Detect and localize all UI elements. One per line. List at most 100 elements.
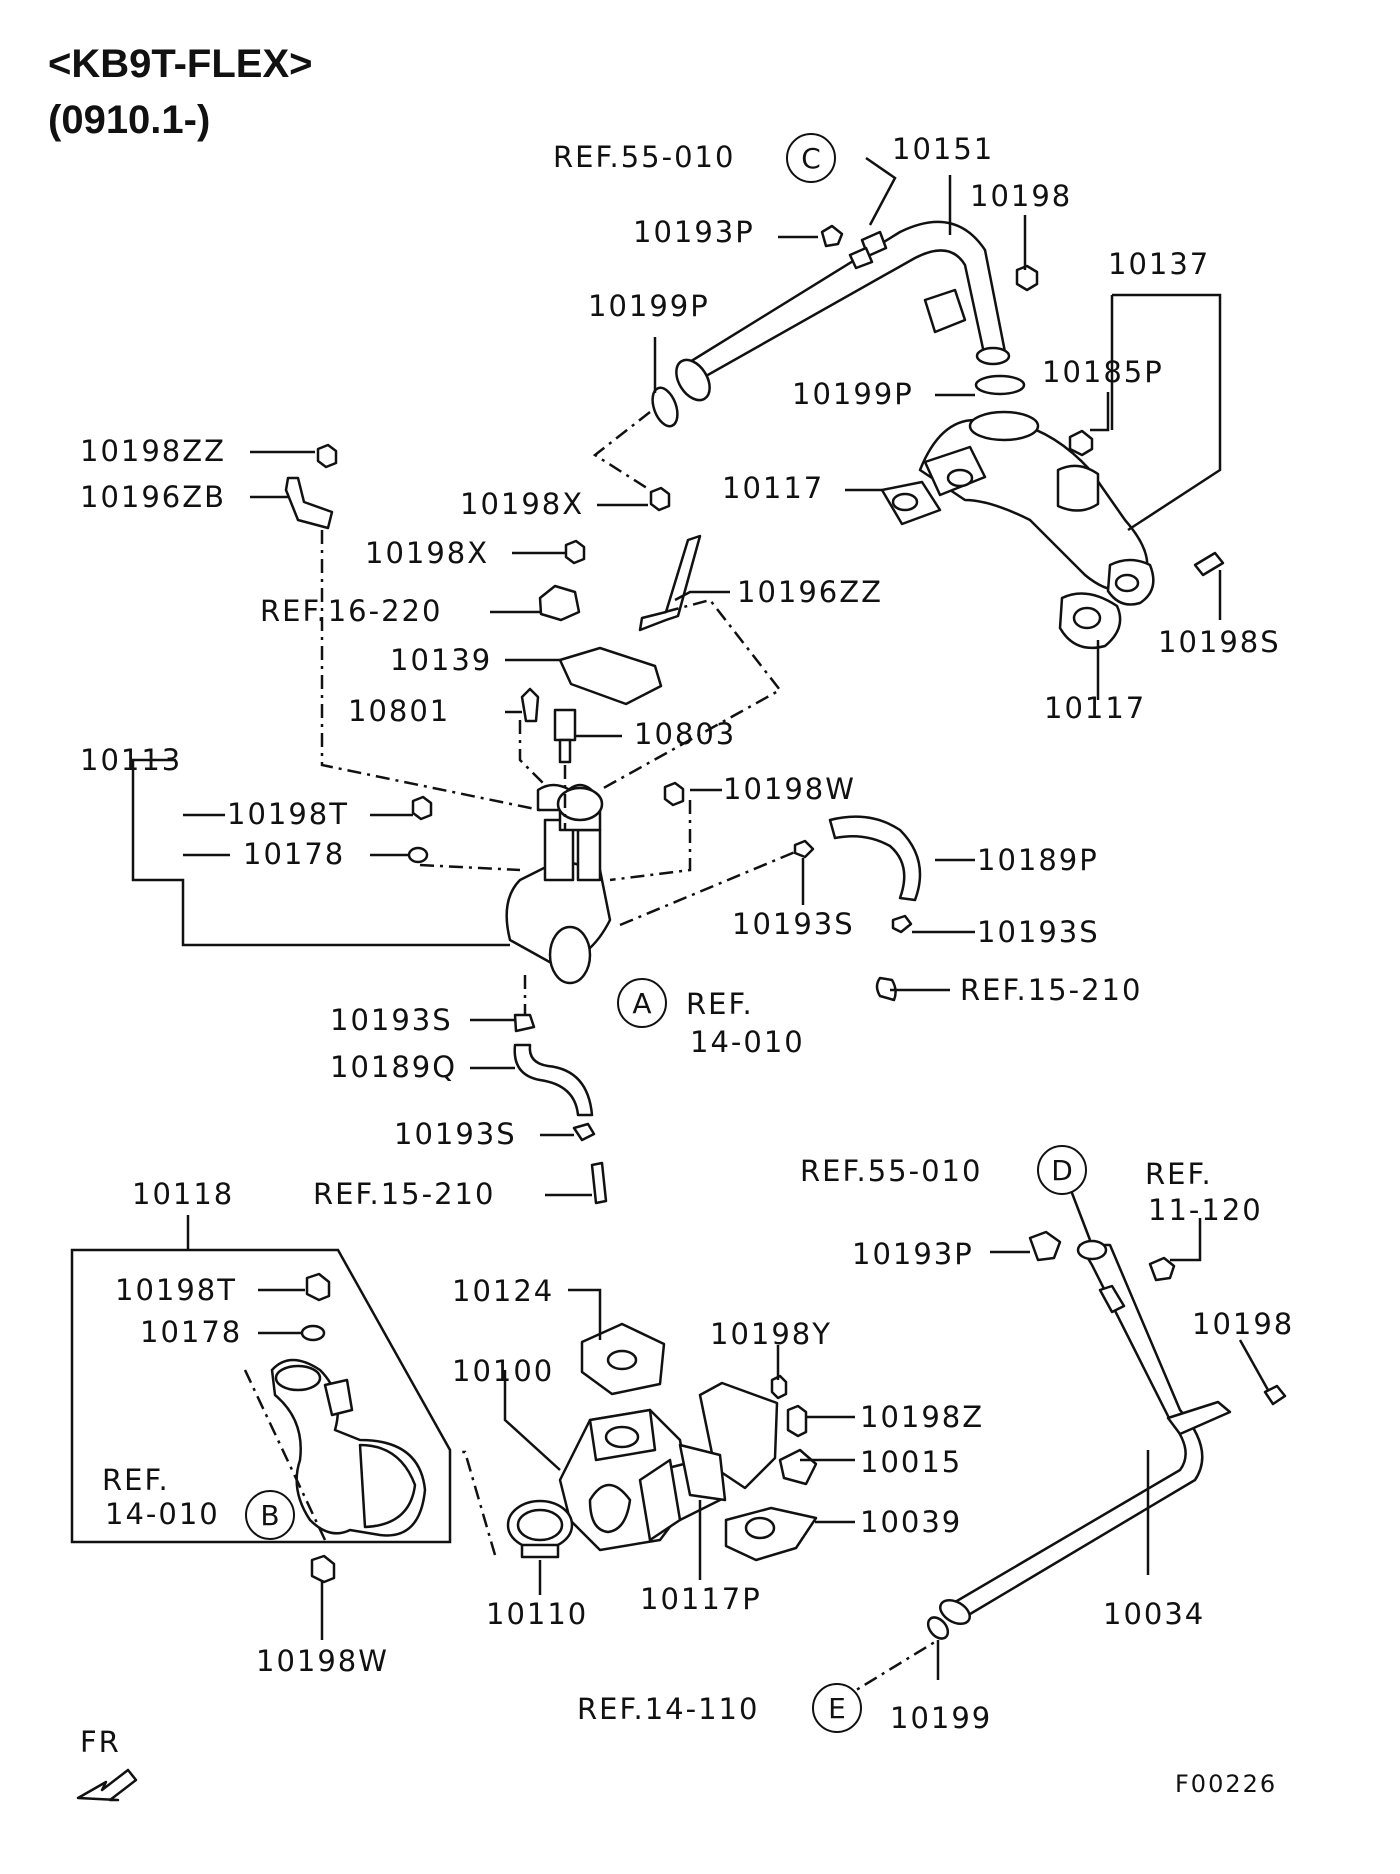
part-label-10189q: 10189Q — [330, 1050, 458, 1084]
leader-10100 — [503, 1370, 561, 1471]
bracket-10196zb — [284, 476, 334, 530]
part-label-10113: 10113 — [80, 743, 183, 777]
dash-10801-housing — [518, 720, 546, 786]
part-label-10196zz: 10196ZZ — [737, 575, 883, 609]
ref-label-15-210-b: REF.15-210 — [313, 1177, 496, 1211]
ref-marker-e: E — [812, 1683, 862, 1733]
part-label-10198w-a: 10198W — [723, 772, 856, 806]
ref-label-b-line2: 14-010 — [105, 1497, 220, 1531]
dash-pipe-to-bolt — [592, 411, 651, 492]
part-label-10199p-b: 10199P — [792, 377, 914, 411]
bolt-10198w-b — [310, 1554, 336, 1584]
date-range: (0910.1-) — [48, 98, 211, 142]
part-label-10015: 10015 — [860, 1445, 963, 1479]
part-label-10139: 10139 — [390, 643, 493, 677]
ref-label-c: REF.55-010 — [553, 140, 736, 174]
part-label-10196zb: 10196ZB — [80, 480, 227, 514]
part-label-10198w-b: 10198W — [256, 1644, 389, 1678]
bolt-10198w-a — [663, 781, 685, 807]
part-label-10151: 10151 — [892, 132, 995, 166]
hose-10189q — [513, 1043, 594, 1117]
leader-10113 — [131, 758, 510, 947]
nut-10185p — [1068, 429, 1094, 457]
part-label-10117p: 10117P — [640, 1582, 762, 1616]
leader-10196zz — [674, 590, 730, 602]
part-label-10178-b: 10178 — [140, 1315, 243, 1349]
part-label-10198x-b: 10198X — [365, 536, 490, 570]
leader-10137-right — [1112, 293, 1222, 532]
part-label-10199p: 10199P — [588, 289, 710, 323]
dash-10178-housing — [419, 863, 521, 872]
ref-label-a-line1: REF. — [686, 987, 754, 1021]
ref-15-210-pin-a — [875, 976, 897, 1002]
clamp-10193s-b — [891, 914, 913, 934]
clamp-10193p-b — [1028, 1230, 1062, 1262]
part-label-10198: 10198 — [970, 179, 1073, 213]
figure-code: F00226 — [1175, 1770, 1278, 1798]
dash-10198w-housing — [609, 800, 692, 882]
kit-box-10118 — [70, 1248, 452, 1544]
cover-10015-flange — [778, 1448, 818, 1486]
bolt-10198x-b — [564, 539, 586, 565]
ref-label-11-120-line2: 11-120 — [1148, 1193, 1263, 1227]
o-ring-10199p-left — [651, 386, 679, 428]
leader-ref-c — [865, 156, 897, 226]
o-ring-10199 — [926, 1616, 950, 1640]
leader-10124 — [568, 1288, 602, 1340]
part-label-10801: 10801 — [348, 694, 451, 728]
sensor-10803-body — [553, 708, 577, 742]
thermostat-housing-10113 — [505, 783, 612, 985]
front-direction-label: FR — [80, 1725, 121, 1759]
bolt-10198z — [786, 1404, 808, 1438]
ref-label-16-220: REF.16-220 — [260, 594, 443, 628]
ref-marker-d: D — [1037, 1145, 1087, 1195]
bolt-10198zz — [316, 443, 338, 469]
leader-dash-10110 — [458, 1450, 497, 1556]
dash-ref-e-10199 — [839, 1638, 939, 1702]
bolt-10198y — [770, 1374, 788, 1400]
part-label-10193s-a: 10193S — [732, 907, 855, 941]
ref-label-15-210-a: REF.15-210 — [960, 973, 1143, 1007]
gasket-10117-a-hole — [891, 492, 919, 512]
water-pipe-10151 — [675, 220, 1011, 402]
bolt-10198t-a — [411, 795, 433, 821]
dash-10196zz-housing — [599, 598, 782, 792]
part-label-10193s-c: 10193S — [330, 1003, 453, 1037]
leader-dash-10118 — [243, 1369, 327, 1541]
part-label-10198-b: 10198 — [1192, 1307, 1295, 1341]
clamp-10193p-top — [820, 224, 844, 248]
part-label-10198s: 10198S — [1158, 625, 1281, 659]
bolt-10198s — [1193, 551, 1225, 577]
bolt-10198-top — [1015, 264, 1039, 292]
ref-marker-a: A — [617, 978, 667, 1028]
part-label-10198zz: 10198ZZ — [80, 434, 226, 468]
part-label-10117-a: 10117 — [722, 471, 825, 505]
part-label-10034: 10034 — [1103, 1597, 1206, 1631]
part-label-10185p: 10185P — [1042, 355, 1164, 389]
water-outlet-10137 — [918, 410, 1155, 606]
ref-label-b-line1: REF. — [102, 1463, 170, 1497]
o-ring-10199p-right — [974, 374, 1026, 396]
clamp-10193s-c — [513, 1013, 536, 1033]
part-label-10198t-a: 10198T — [227, 797, 349, 831]
bracket-10139 — [558, 646, 663, 706]
gasket-10117-b-hole — [1072, 606, 1102, 630]
part-label-10199: 10199 — [890, 1701, 993, 1735]
ref-11-120-bolt — [1148, 1256, 1176, 1282]
part-label-10193p-b: 10193P — [852, 1237, 974, 1271]
ref-label-a-line2: 14-010 — [690, 1025, 805, 1059]
part-label-10198t-b: 10198T — [115, 1273, 237, 1307]
bolt-10198x-a — [649, 486, 671, 512]
part-label-10137: 10137 — [1108, 247, 1211, 281]
gasket-10124-hole — [606, 1349, 638, 1371]
washer-10178-a — [407, 846, 429, 864]
ref-label-e: REF.14-110 — [577, 1692, 760, 1726]
part-label-10193p: 10193P — [633, 215, 755, 249]
part-label-10198y: 10198Y — [710, 1317, 832, 1351]
leader-10185p — [1090, 392, 1110, 432]
part-label-10189p: 10189P — [977, 843, 1099, 877]
ref-marker-c: C — [786, 133, 836, 183]
part-label-10118: 10118 — [132, 1177, 235, 1211]
part-label-10178-a: 10178 — [243, 837, 346, 871]
